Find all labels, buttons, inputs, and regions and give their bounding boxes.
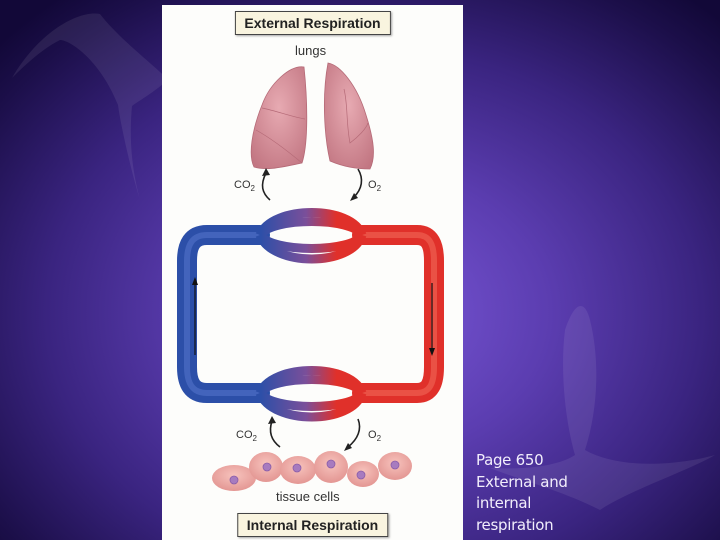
caption-line: External and bbox=[476, 472, 568, 491]
top-co2-label: CO2 bbox=[234, 179, 255, 194]
external-respiration-label: External Respiration bbox=[234, 11, 391, 35]
caption-line: Page 650 bbox=[476, 451, 544, 469]
internal-respiration-label: Internal Respiration bbox=[236, 513, 389, 537]
slide-caption: Page 650 External and internal respirati… bbox=[476, 450, 596, 536]
caption-line: respiration bbox=[476, 515, 554, 534]
flow-arrow-down-icon bbox=[429, 283, 435, 356]
bottom-co2-label: CO2 bbox=[236, 429, 257, 444]
lungs-illustration bbox=[250, 62, 374, 170]
bottom-o2-label: O2 bbox=[368, 429, 382, 444]
diagram-panel: External Respiration lungs bbox=[162, 5, 463, 540]
flow-arrow-up-icon bbox=[192, 277, 198, 355]
top-o2-label: O2 bbox=[368, 179, 382, 194]
lungs-label: lungs bbox=[295, 43, 327, 58]
circulation-diagram bbox=[177, 62, 444, 491]
caption-line: internal bbox=[476, 494, 532, 512]
tissue-cells-illustration bbox=[212, 451, 412, 491]
tissue-cells-label: tissue cells bbox=[276, 489, 340, 504]
